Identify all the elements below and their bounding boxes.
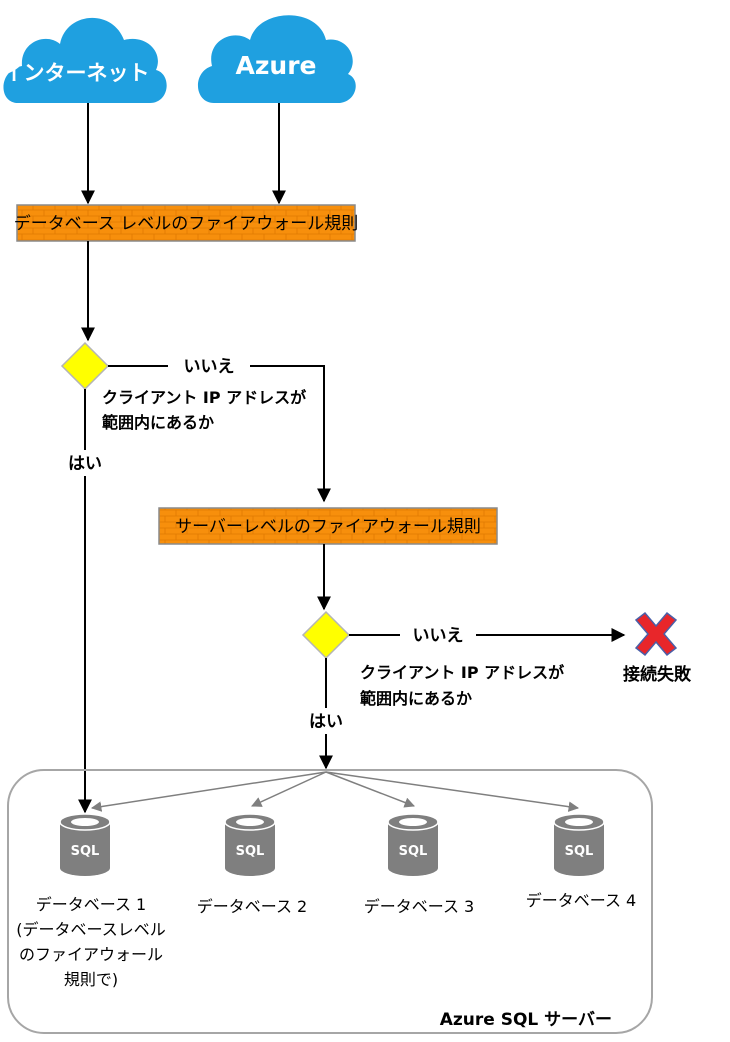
yes-label-bg (62, 450, 110, 476)
decision-1-yes-label: はい (68, 454, 102, 474)
server-label: Azure SQL サーバー (440, 1010, 612, 1030)
cloud-shape (197, 15, 356, 103)
internet-cloud: インターネット (3, 17, 167, 103)
sql-database-icon (59, 813, 111, 876)
fanout-arrow-db3 (325, 771, 415, 808)
no-label-bg (400, 622, 476, 648)
firewall-bar (16, 204, 356, 242)
decision-2-question-line1: クライアント IP アドレスが (360, 663, 564, 682)
firewall-bar (158, 507, 498, 545)
decision-1-no-path (108, 365, 331, 503)
database-4: SQL データベース 4 (526, 813, 636, 910)
database-level-firewall: データベース レベルのファイアウォール規則 (14, 204, 359, 242)
database-1-note-line1: (データベースレベル (16, 920, 165, 939)
decision-1-question-line2: 範囲内にあるか (101, 413, 214, 432)
sql-database-icon (387, 813, 439, 876)
internet-label: インターネット (3, 61, 150, 85)
database-level-firewall-label: データベース レベルのファイアウォール規則 (14, 213, 359, 234)
decision-diamond (60, 341, 110, 391)
azure-sql-server: Azure SQL サーバー (7, 769, 653, 1034)
database-4-name: データベース 4 (526, 891, 636, 910)
sql-icon-text: SQL (565, 844, 594, 859)
database-1: SQL データベース 1 (データベースレベル のファイアウォール 規則で) (16, 813, 166, 989)
server-level-firewall-label: サーバーレベルのファイアウォール規則 (175, 517, 481, 537)
yes-label-bg (302, 708, 350, 734)
database-1-name: データベース 1 (36, 895, 146, 914)
azure-cloud: Azure (197, 15, 356, 103)
sql-database-icon (224, 813, 276, 876)
database-2: SQL データベース 2 (197, 813, 307, 916)
fanout-arrows (90, 771, 580, 812)
sql-icon-text: SQL (399, 844, 428, 859)
no-label-bg (168, 352, 250, 378)
decision-1: いいえ クライアント IP アドレスが 範囲内にあるか (60, 341, 331, 503)
decision-2-question-line2: 範囲内にあるか (359, 689, 472, 708)
server-container (7, 769, 653, 1034)
sql-icon-text: SQL (236, 844, 265, 859)
decision-1-no-label: いいえ (184, 357, 235, 377)
connection-failed-label: 接続失敗 (623, 664, 692, 685)
fanout-arrow-db1 (90, 771, 327, 812)
database-1-note-line2: のファイアウォール (19, 945, 163, 964)
database-3: SQL データベース 3 (364, 813, 474, 916)
red-x-icon (634, 611, 678, 657)
server-level-firewall: サーバーレベルのファイアウォール規則 (158, 507, 498, 545)
database-1-note-line3: 規則で) (64, 970, 118, 989)
azure-label: Azure (236, 51, 317, 80)
database-2-name: データベース 2 (197, 897, 307, 916)
decision-1-question-line1: クライアント IP アドレスが (102, 388, 306, 407)
decision-2: いいえ クライアント IP アドレスが 範囲内にあるか (301, 610, 626, 708)
database-3-name: データベース 3 (364, 897, 474, 916)
decision-2-no-label: いいえ (413, 626, 464, 646)
fanout-arrow-db4 (325, 771, 580, 812)
sql-database-icon (553, 813, 605, 876)
decision-2-yes-label: はい (309, 712, 343, 732)
decision-diamond (301, 610, 351, 660)
connection-failed: 接続失敗 (623, 611, 692, 685)
sql-icon-text: SQL (71, 844, 100, 859)
cloud-shape (3, 17, 167, 103)
fanout-arrow-db2 (251, 771, 327, 807)
